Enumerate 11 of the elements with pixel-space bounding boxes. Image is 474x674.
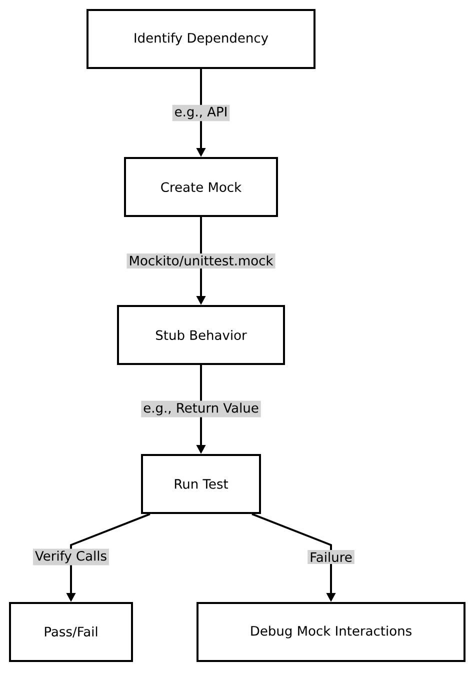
edge-label: e.g., Return Value: [141, 400, 261, 418]
process-box: Pass/Fail: [9, 602, 133, 662]
edge-label: Verify Calls: [32, 548, 110, 566]
edge-label: Mockito/unittest.mock: [126, 253, 276, 269]
process-box: Debug Mock Interactions: [196, 602, 466, 662]
process-box: Create Mock: [124, 157, 278, 217]
edge-label: Failure: [308, 550, 354, 564]
edge-label: e.g., API: [172, 104, 230, 122]
process-box: Stub Behavior: [117, 305, 285, 365]
process-box: Identify Dependency: [86, 9, 316, 69]
process-box: Run Test: [141, 454, 261, 514]
